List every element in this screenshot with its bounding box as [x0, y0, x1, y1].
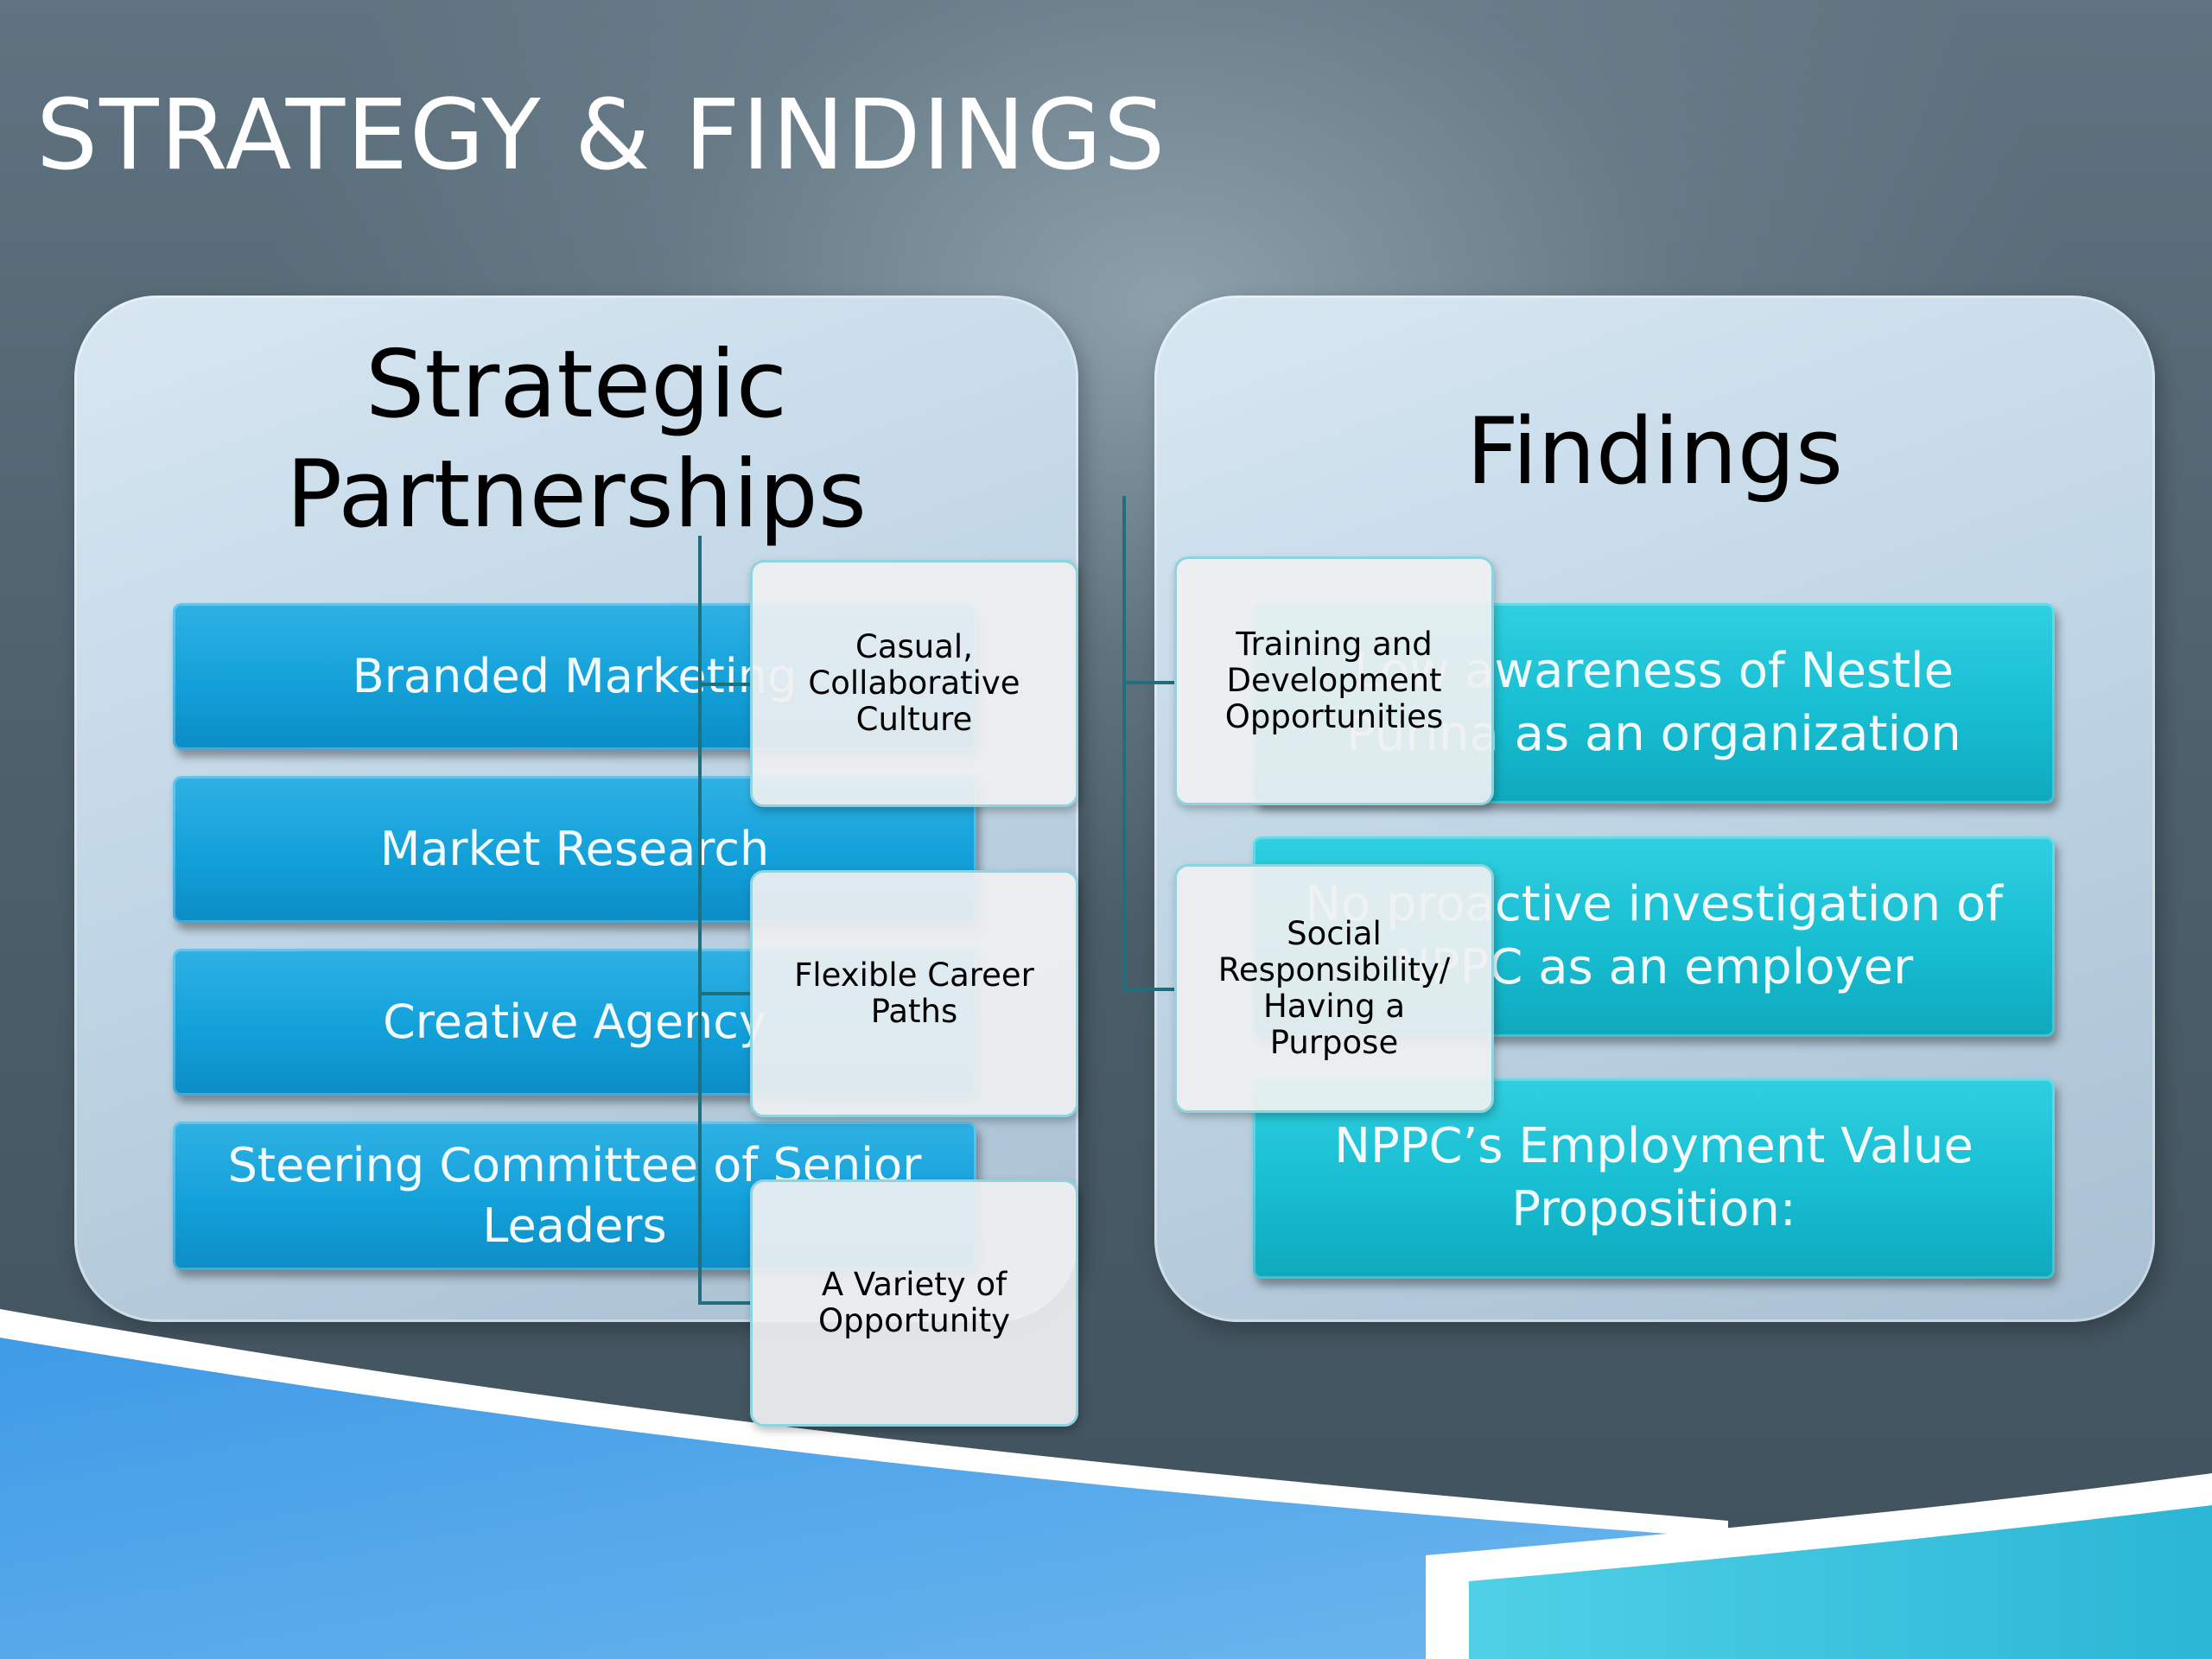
left-connector-branch: [698, 1301, 750, 1305]
left-connector-spine: [698, 536, 702, 1305]
node-variety-of-opportunity: A Variety of Opportunity: [750, 1179, 1078, 1427]
wave-blue: [0, 1338, 1728, 1659]
right-connector-branch: [1122, 681, 1174, 684]
left-connector-branch: [698, 992, 750, 995]
node-label: Training and Development Opportunities: [1225, 626, 1443, 736]
node-label-line: Having a: [1262, 988, 1406, 1025]
bar-label-line: Leaders: [482, 1198, 667, 1253]
node-label: Flexible Career Paths: [794, 957, 1034, 1030]
node-label-line: Opportunities: [1224, 698, 1444, 736]
bar-label: Market Research: [379, 821, 770, 876]
right-connector-branch: [1122, 988, 1174, 991]
strategic-partnerships-title: Strategic Partnerships: [74, 330, 1078, 550]
node-social-responsibility: Social Responsibility/ Having a Purpose: [1174, 864, 1494, 1113]
panel-title-line: Partnerships: [285, 441, 868, 550]
slide-title: STRATEGY & FINDINGS: [36, 79, 1167, 192]
node-label-line: Development: [1226, 661, 1442, 699]
right-connector-spine: [1122, 496, 1126, 990]
bar-label: Creative Agency: [383, 994, 766, 1049]
node-label-line: A Variety of: [821, 1265, 1007, 1303]
node-label: Casual, Collaborative Culture: [808, 627, 1020, 739]
node-label: A Variety of Opportunity: [817, 1265, 1011, 1339]
node-label-line: Collaborative: [808, 664, 1020, 702]
findings-title: Findings: [1465, 398, 1844, 505]
node-label-line: Responsibility/: [1217, 950, 1451, 988]
node-label: Social Responsibility/ Having a Purpose: [1217, 914, 1451, 1062]
node-training-and-development: Training and Development Opportunities: [1174, 556, 1494, 805]
panel-title-line: Strategic: [365, 331, 788, 439]
bar-label: Branded Marketing: [352, 648, 798, 703]
bar-label-line: Proposition:: [1511, 1181, 1796, 1237]
node-label-line: Opportunity: [817, 1302, 1011, 1339]
node-casual-collaborative-culture: Casual, Collaborative Culture: [750, 560, 1078, 807]
left-connector-branch: [698, 683, 750, 686]
node-label-line: Purpose: [1269, 1024, 1399, 1062]
bar-label-line: NPPC’s Employment Value: [1334, 1118, 1974, 1175]
node-label-line: Paths: [870, 993, 958, 1030]
bar-label: NPPC’s Employment Value Proposition:: [1334, 1116, 1974, 1242]
node-label-line: Training and: [1236, 625, 1433, 663]
node-label-line: Social: [1287, 914, 1382, 952]
node-label-line: Casual,: [855, 627, 973, 665]
node-label-line: Culture: [855, 701, 973, 739]
node-label-line: Flexible Career: [794, 956, 1034, 994]
wave-cyan: [1469, 1505, 2212, 1659]
node-flexible-career-paths: Flexible Career Paths: [750, 870, 1078, 1117]
